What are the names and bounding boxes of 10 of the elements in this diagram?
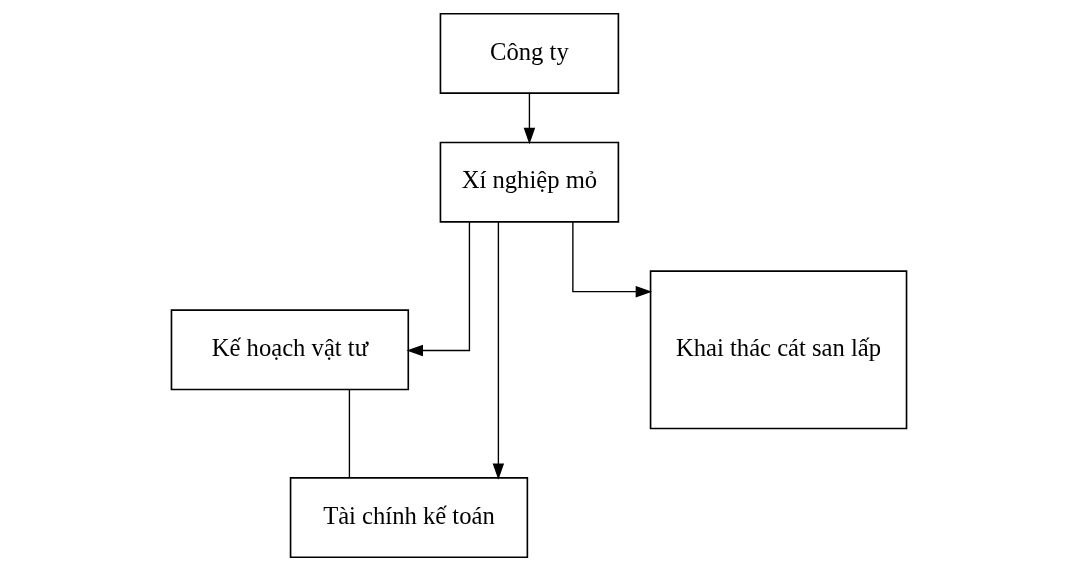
arrow bbox=[492, 221, 505, 480]
node-box: Tài chính kế toán bbox=[289, 477, 529, 559]
node-box: Kế hoạch vật tư bbox=[170, 309, 410, 391]
connector bbox=[348, 388, 351, 479]
arrow bbox=[572, 221, 653, 298]
node-box: Khai thác cát san lấp bbox=[649, 270, 908, 430]
node-box: Công ty bbox=[439, 12, 620, 94]
arrow bbox=[523, 92, 536, 145]
arrow bbox=[406, 221, 471, 357]
node-box: Xí nghiệp mỏ bbox=[439, 141, 620, 223]
